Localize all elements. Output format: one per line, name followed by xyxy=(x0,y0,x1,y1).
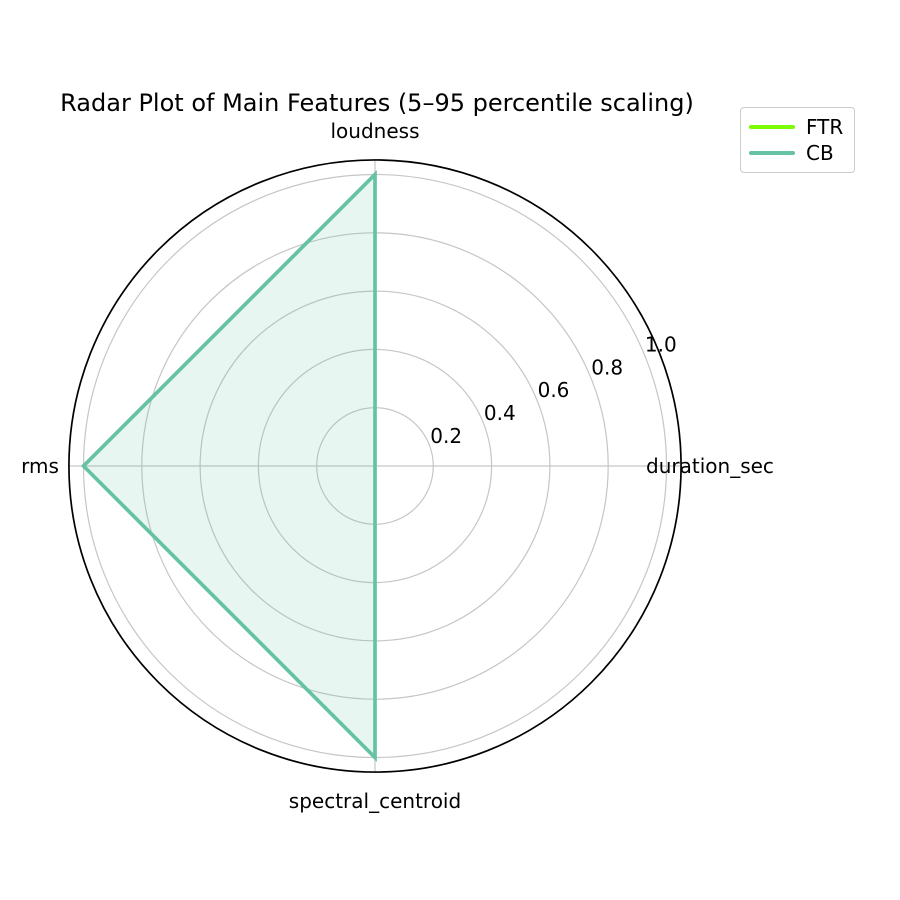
radial-tick-label: 0.8 xyxy=(591,356,623,380)
legend-line-ftr-icon xyxy=(749,124,795,129)
axis-label-rms: rms xyxy=(21,454,59,478)
series-polygon-cb xyxy=(80,170,377,762)
axis-label-spectral_centroid: spectral_centroid xyxy=(289,789,461,813)
radial-tick-label: 0.6 xyxy=(538,378,570,402)
radial-tick-label: 0.4 xyxy=(484,401,516,425)
axis-label-loudness: loudness xyxy=(331,119,420,143)
radial-tick-label: 1.0 xyxy=(645,333,677,357)
legend-label-cb: CB xyxy=(806,141,834,166)
axis-label-duration_sec: duration_sec xyxy=(646,454,774,478)
legend-entry-ftr: FTR xyxy=(749,117,846,137)
legend-line-cb-icon xyxy=(749,151,795,156)
polar-spine xyxy=(68,159,682,773)
chart-title: Radar Plot of Main Features (5–95 percen… xyxy=(60,89,694,117)
legend-label-ftr: FTR xyxy=(806,114,844,139)
legend: FTR CB xyxy=(740,107,855,173)
legend-entry-cb: CB xyxy=(749,143,846,163)
radial-tick-label: 0.2 xyxy=(430,424,462,448)
